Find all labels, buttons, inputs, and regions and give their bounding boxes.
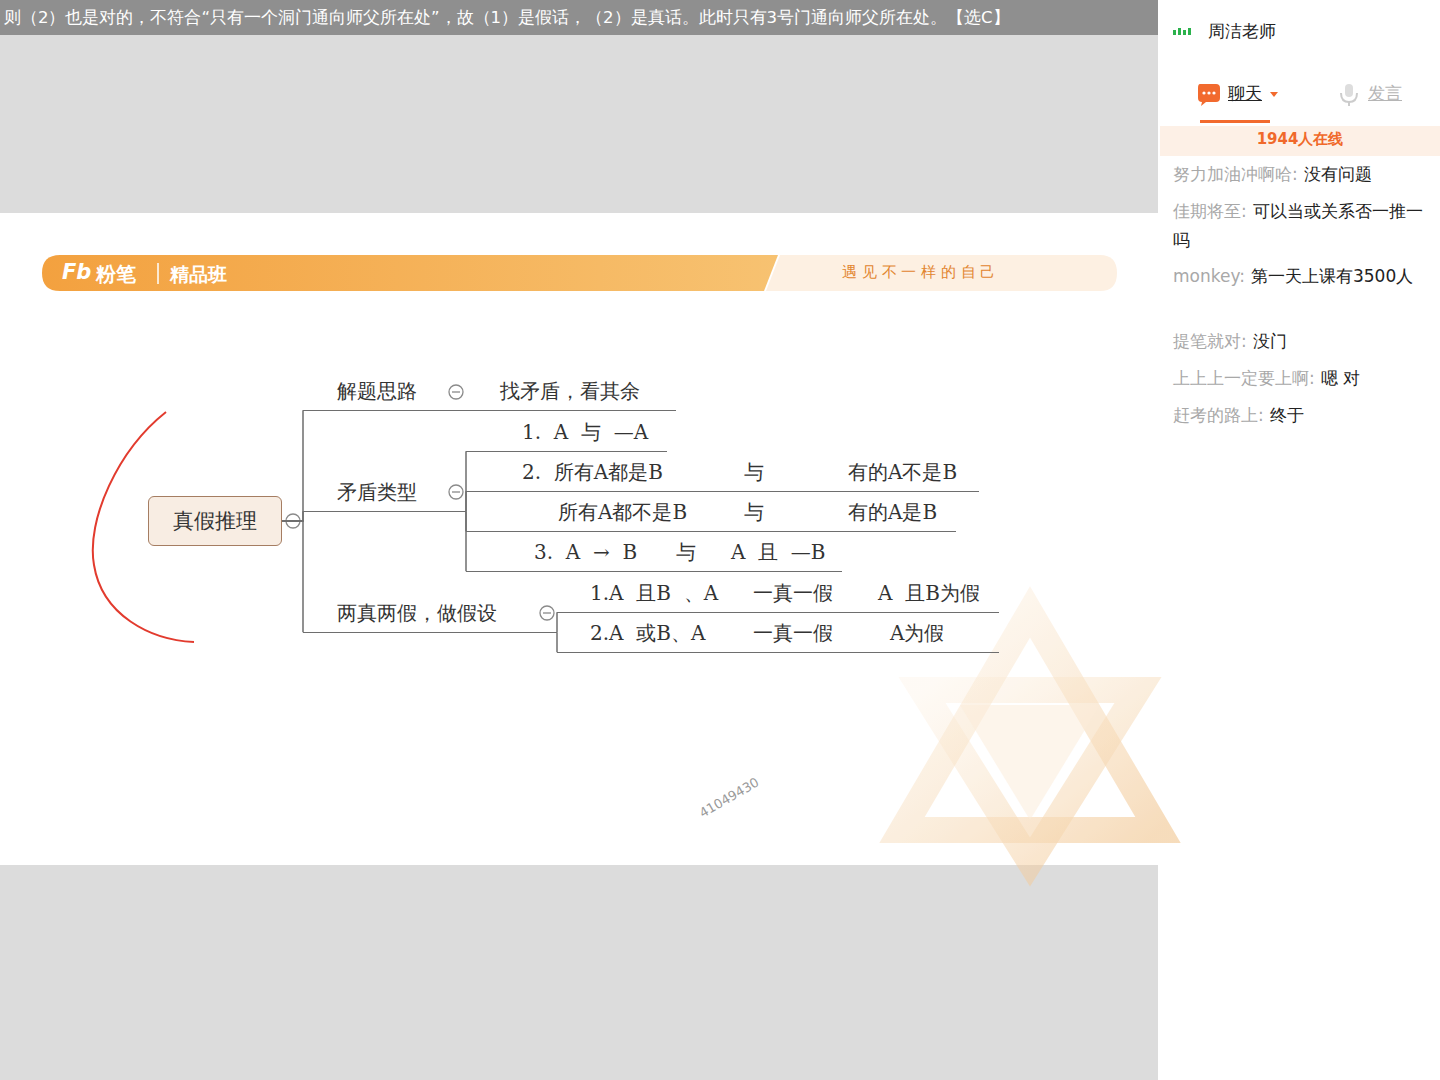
sub-topic: 1. A 与 —A bbox=[466, 414, 667, 452]
chat-user: monkey: bbox=[1173, 266, 1245, 286]
chat-user: 提笔就对: bbox=[1173, 331, 1247, 351]
sub-topic: 2. 所有A都是B 与 有的A不是B bbox=[466, 454, 979, 492]
slogan: 遇 见 不 一 样 的 自 己 bbox=[842, 263, 995, 282]
chat-message: monkey: 第一天上课有3500人 bbox=[1173, 262, 1431, 291]
chat-icon bbox=[1198, 84, 1220, 106]
topic-text: 2.A 或B、A bbox=[590, 615, 705, 651]
topic-text: 与 bbox=[676, 534, 696, 570]
branch-topic: 矛盾类型 bbox=[303, 474, 466, 512]
answer-note: 则（2）也是对的，不符合“只有一个洞门通向师父所在处”，故（1）是假话，（2）是… bbox=[4, 7, 1010, 29]
class-name: 精品班 bbox=[170, 262, 227, 288]
topic-text: A为假 bbox=[890, 615, 944, 651]
topic-text: 1.A 且B 、A bbox=[590, 575, 718, 611]
topic-text: 一真一假 bbox=[753, 615, 833, 651]
chat-message: 上上上一定要上啊: 嗯 对 bbox=[1173, 364, 1431, 393]
topic-text: 矛盾类型 bbox=[337, 474, 417, 510]
banner-divider bbox=[157, 263, 159, 284]
chat-message: 佳期将至:可以当或关系否一推一吗 bbox=[1173, 197, 1431, 255]
topic-text: 所有A都不是B bbox=[558, 494, 687, 530]
chat-text: 没门 bbox=[1253, 331, 1287, 351]
brand-name: 粉笔 bbox=[96, 261, 136, 288]
root-topic: 真假推理 bbox=[148, 496, 282, 546]
topic-text: 2. 所有A都是B bbox=[522, 454, 663, 490]
chat-text: 第一天上课有3500人 bbox=[1251, 266, 1413, 286]
topic-text: 有的A是B bbox=[848, 494, 937, 530]
tree-connector bbox=[282, 521, 303, 632]
chat-tab: 聊天 bbox=[1228, 82, 1262, 105]
signal-bars bbox=[1173, 28, 1191, 35]
topic-text: 与 bbox=[744, 494, 764, 530]
chat-message: 提笔就对: 没门 bbox=[1173, 327, 1431, 356]
collapse-buttons bbox=[286, 385, 554, 620]
tree-connector bbox=[282, 410, 303, 521]
banner-orange bbox=[42, 255, 778, 291]
speak-tab: 发言 bbox=[1368, 82, 1402, 105]
topic-text: 1. A 与 —A bbox=[522, 414, 648, 450]
chat-panel bbox=[1158, 0, 1440, 1080]
online-count: 1944人在线 bbox=[1160, 130, 1440, 149]
tab-underline bbox=[1200, 120, 1270, 123]
tree-connector bbox=[282, 511, 303, 521]
topic-text: A 且B为假 bbox=[878, 575, 980, 611]
chat-text: 终于 bbox=[1270, 405, 1304, 425]
sub-topic: 3. A → B 与 A 且 —B bbox=[466, 534, 842, 572]
branch-topic: 两真两假，做假设 bbox=[303, 595, 557, 633]
topic-text: 解题思路 bbox=[337, 373, 417, 409]
branch-detail: 找矛盾，看其余 bbox=[470, 373, 676, 411]
sub-topic: 2.A 或B、A 一真一假 A为假 bbox=[557, 615, 999, 653]
star-decoration bbox=[902, 612, 1158, 862]
chat-user: 上上上一定要上啊: bbox=[1173, 368, 1315, 388]
chat-user: 佳期将至: bbox=[1173, 201, 1247, 221]
dropdown-caret bbox=[1270, 92, 1278, 97]
teacher-name: 周洁老师 bbox=[1208, 20, 1276, 43]
topic-text: 有的A不是B bbox=[848, 454, 957, 490]
topic-text: A 且 —B bbox=[731, 534, 826, 570]
topic-text: 找矛盾，看其余 bbox=[500, 373, 640, 409]
chat-message: 努力加油冲啊哈: 没有问题 bbox=[1173, 160, 1431, 189]
brand-logo: Fb bbox=[62, 260, 91, 284]
topic-text: 两真两假，做假设 bbox=[337, 595, 497, 631]
topic-text: 真假推理 bbox=[173, 507, 257, 535]
topic-text: 与 bbox=[744, 454, 764, 490]
banner-light bbox=[766, 255, 1117, 291]
sub-topic: 1.A 且B 、A 一真一假 A 且B为假 bbox=[557, 575, 999, 613]
chat-text: 嗯 对 bbox=[1321, 368, 1360, 388]
chat-user: 努力加油冲啊哈: bbox=[1173, 164, 1298, 184]
chat-user: 赶考的路上: bbox=[1173, 405, 1264, 425]
topic-text: 3. A → B bbox=[534, 534, 637, 570]
chat-text: 没有问题 bbox=[1304, 164, 1372, 184]
sub-topic: 所有A都不是B 与 有的A是B bbox=[466, 494, 956, 532]
topic-text: 一真一假 bbox=[753, 575, 833, 611]
chat-message: 赶考的路上: 终于 bbox=[1173, 401, 1431, 430]
mic-icon bbox=[1341, 84, 1357, 106]
branch-topic: 解题思路 bbox=[303, 373, 470, 411]
